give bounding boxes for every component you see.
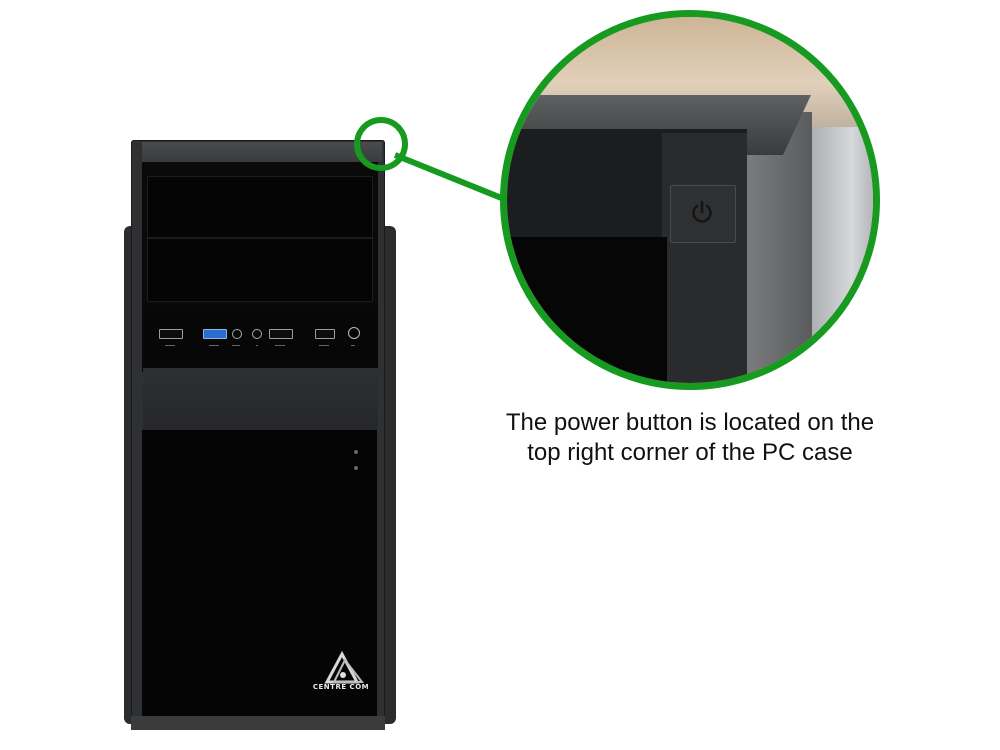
microphone-icon (256, 345, 258, 349)
power-icon (351, 345, 355, 349)
power-led (354, 450, 358, 454)
front-power-button[interactable] (348, 327, 360, 339)
caption-line-1: The power button is located on the (505, 409, 875, 436)
front-io-panel (143, 305, 378, 367)
pc-case-base (131, 716, 385, 730)
pc-case-front-door (142, 430, 377, 716)
callout-connector-line (393, 152, 504, 202)
microphone-jack (252, 329, 262, 339)
usb-port (159, 329, 183, 339)
case-side-panel (807, 127, 873, 383)
case-corner-pillar (662, 133, 747, 383)
zoomed-detail-circle (500, 10, 880, 390)
centre-com-logo-icon (324, 650, 365, 684)
highlight-circle (354, 117, 408, 171)
headphone-jack (232, 329, 242, 339)
brand-label: CENTRE COM (312, 683, 370, 691)
hdd-led (354, 466, 358, 470)
usb-port (315, 329, 335, 339)
case-side-edge (742, 112, 812, 383)
usb3-port (203, 329, 227, 339)
usb-icon (165, 345, 175, 349)
usb-icon (209, 345, 219, 349)
top-power-button[interactable] (670, 185, 736, 243)
usb-icon (275, 345, 285, 349)
pc-case-mid-panel (143, 368, 378, 430)
pc-case-top-bar (142, 142, 382, 162)
headphone-icon (232, 345, 240, 349)
drive-bay-1 (147, 176, 373, 238)
power-icon (692, 200, 712, 223)
caption-text: The power button is located on the top r… (470, 408, 910, 468)
case-front-panel (507, 237, 667, 383)
usb-port (269, 329, 293, 339)
caption-line-2: top right corner of the PC case (527, 439, 853, 466)
drive-bay-2 (147, 238, 373, 302)
usb-icon (319, 345, 329, 349)
